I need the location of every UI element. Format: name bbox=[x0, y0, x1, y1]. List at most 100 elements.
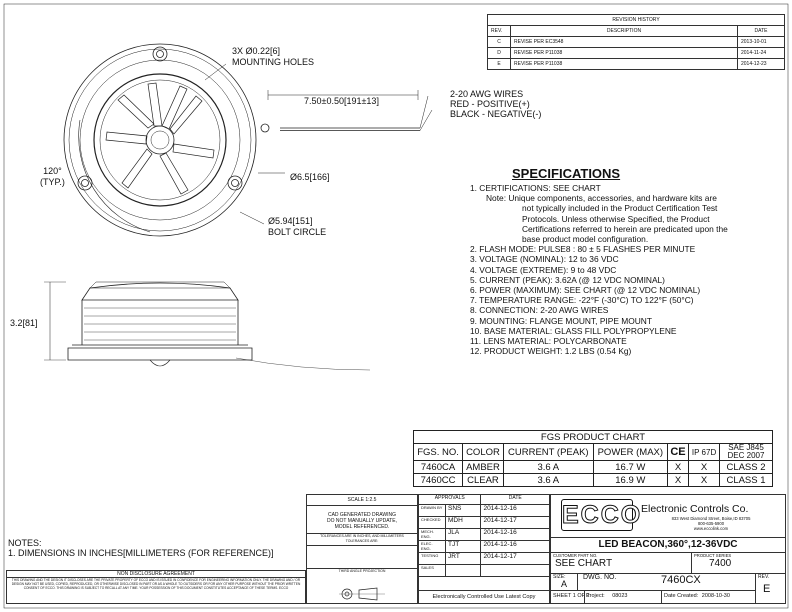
lens-spokes bbox=[105, 82, 215, 195]
size-label: SIZE: bbox=[553, 574, 566, 580]
revision-row: E REVISE PER P11038 2014-12-23 bbox=[487, 58, 785, 70]
product-series-label: PRODUCT SERIES bbox=[694, 553, 732, 558]
notes-title: NOTES: bbox=[8, 538, 42, 548]
wire-callout-line3: BLACK - NEGATIVE(-) bbox=[450, 109, 542, 119]
third-angle-projection-icon bbox=[339, 587, 385, 601]
company-name: Electronic Controls Co. bbox=[641, 503, 749, 515]
height-label: 3.2[81] bbox=[10, 318, 38, 328]
bolt-circle-label: Ø5.94[151] BOLT CIRCLE bbox=[268, 216, 326, 238]
approval-row: CHECKED MDH 2014-12-17 bbox=[418, 516, 550, 529]
wires bbox=[280, 127, 420, 131]
approvals-table: APPROVALS DATE DRAWN BY SNS 2014-12-16 C… bbox=[417, 494, 550, 603]
spec-item: 6. POWER (MAXIMUM): SEE CHART (@ 12 VDC … bbox=[470, 285, 701, 296]
scale-block: SCALE 1:2.5 CAD GENERATED DRAWING DO NOT… bbox=[306, 494, 418, 604]
date-header: DATE bbox=[737, 25, 785, 37]
bolt-circle-size: Ø5.94[151] bbox=[268, 216, 313, 226]
approval-row: ELEC. ENG. TJT 2014-12-16 bbox=[418, 540, 550, 553]
angle-typ: (TYP.) bbox=[40, 177, 65, 187]
revision-history-title: REVISION HISTORY bbox=[487, 14, 785, 26]
approvals-header: APPROVALS bbox=[417, 494, 482, 505]
revision-label: REV. bbox=[758, 574, 770, 580]
spec-item: Note: Unique components, accessories, an… bbox=[486, 193, 717, 204]
specifications-title: SPECIFICATIONS bbox=[512, 166, 621, 181]
mounting-hole-top bbox=[152, 46, 168, 62]
revision-row: C REVISE PER EC3548 2013-10-01 bbox=[487, 36, 785, 48]
header-ip: IP 67D bbox=[688, 443, 720, 461]
ce-mark-icon: CE bbox=[666, 443, 690, 461]
product-series-value: 7400 bbox=[709, 558, 732, 569]
controlled-copy-note: Electronically Controlled Use Latest Cop… bbox=[418, 590, 550, 604]
wire-callout-line2: RED - POSITIVE(+) bbox=[450, 99, 530, 109]
spec-item: 7. TEMPERATURE RANGE: -22°F (-30°C) TO 1… bbox=[470, 295, 694, 306]
company-address: 833 West Diamond Street, Boise,ID 83705 … bbox=[671, 516, 751, 531]
approval-row: SALES bbox=[418, 564, 550, 577]
spec-item: 9. MOUNTING: FLANGE MOUNT, PIPE MOUNT bbox=[470, 315, 652, 326]
date-created-field: Date Created: 2008-10-30 bbox=[664, 593, 730, 599]
drawing-title: LED BEACON,360°,12-36VDC bbox=[598, 539, 738, 550]
header-sae: SAE J845 DEC 2007 bbox=[719, 443, 773, 461]
sheet-border bbox=[3, 3, 789, 609]
bolt-circle-text: BOLT CIRCLE bbox=[268, 227, 327, 237]
spec-item: 8. CONNECTION: 2-20 AWG WIRES bbox=[470, 305, 609, 316]
approval-row: TESTING JRT 2014-12-17 bbox=[418, 552, 550, 565]
customer-part-value: SEE CHART bbox=[555, 558, 613, 569]
revision-history-table: REVISION HISTORY REV. DESCRIPTION DATE C… bbox=[487, 14, 785, 70]
mounting-hole-left bbox=[77, 175, 93, 191]
approvals-date-header: DATE bbox=[480, 494, 550, 505]
fgs-product-chart: FGS PRODUCT CHART FGS. NO. COLOR CURRENT… bbox=[412, 430, 773, 487]
revision-row: D REVISE PER P11038 2014-11-24 bbox=[487, 47, 785, 59]
notes: NOTES: 1. DIMENSIONS IN INCHES[MILLIMETE… bbox=[8, 538, 274, 558]
spec-item: 12. PRODUCT WEIGHT: 1.2 LBS (0.54 Kg) bbox=[470, 346, 632, 357]
scale-label: SCALE 1:2.5 bbox=[307, 495, 417, 506]
mounting-holes-label: 3X Ø0.22[6] MOUNTING HOLES bbox=[232, 46, 314, 68]
drawing-number-value: 7460CX bbox=[661, 574, 701, 586]
spec-item: 4. VOLTAGE (EXTREME): 9 to 48 VDC bbox=[470, 264, 617, 275]
description-header: DESCRIPTION bbox=[510, 25, 738, 37]
rev-header: REV. bbox=[487, 25, 511, 37]
mounting-holes-text: MOUNTING HOLES bbox=[232, 57, 315, 67]
spec-item: base product model configuration. bbox=[522, 234, 649, 245]
header-fgs-no: FGS. NO. bbox=[412, 443, 464, 461]
non-disclosure-box: NON DISCLOSURE AGREEMENT THIS DRAWING AN… bbox=[6, 570, 306, 604]
angle-arc bbox=[78, 119, 151, 233]
diameter-label: Ø6.5[166] bbox=[290, 172, 330, 182]
project-field: Project: 08023 bbox=[586, 593, 628, 599]
product-chart-title: FGS PRODUCT CHART bbox=[413, 430, 773, 444]
beacon-outer-rim bbox=[63, 43, 257, 237]
company-block: ECCO Electronic Controls Co. 833 West Di… bbox=[550, 494, 786, 604]
wire-length-label: 7.50±0.50[191±13] bbox=[304, 96, 379, 106]
lens-hub bbox=[145, 125, 175, 155]
mounting-hole-right bbox=[227, 175, 243, 191]
mounting-holes-size: 3X Ø0.22[6] bbox=[232, 46, 281, 56]
tolerance-note: TOLERANCES ARE IN INCHES, AND MILLIMETER… bbox=[307, 533, 417, 543]
spec-item: Certifications referred to herein are pr… bbox=[522, 223, 728, 234]
spec-item: 2. FLASH MODE: PULSE8 : 80 ± 5 FLASHES P… bbox=[470, 244, 696, 255]
third-angle-label: THIRD ANGLE PROJECTION bbox=[338, 569, 386, 573]
size-value: A bbox=[561, 579, 568, 589]
wire-callout-line1: 2-20 AWG WIRES bbox=[450, 89, 524, 99]
tolerance-values-box bbox=[307, 545, 417, 569]
lens-ring bbox=[93, 73, 227, 207]
customer-part-label: CUSTOMER PART NO. bbox=[553, 553, 598, 558]
wire-callout: 2-20 AWG WIRES RED - POSITIVE(+) BLACK -… bbox=[450, 89, 541, 119]
spec-item: 5. CURRENT (PEAK): 3.62A (@ 12 VDC NOMIN… bbox=[470, 274, 665, 285]
header-power: POWER (MAX) bbox=[592, 443, 668, 461]
notes-line1: 1. DIMENSIONS IN INCHES[MILLIMETERS (FOR… bbox=[8, 548, 274, 558]
spec-item: 11. LENS MATERIAL: POLYCARBONATE bbox=[470, 336, 627, 347]
approval-row: MECH. ENG. JLA 2014-12-16 bbox=[418, 528, 550, 541]
table-row: 7460CC CLEAR 3.6 A 16.9 W X X CLASS 1 bbox=[412, 473, 773, 487]
ecco-logo: ECCO bbox=[561, 499, 643, 531]
angle-label: 120° (TYP.) bbox=[40, 166, 65, 188]
revision-value: E bbox=[763, 583, 771, 595]
header-color: COLOR bbox=[462, 443, 504, 461]
beacon-side-view bbox=[67, 281, 371, 371]
spec-item: not typically included in the Product Ce… bbox=[522, 203, 718, 214]
wire-grommet bbox=[260, 123, 270, 133]
spec-item: Protocols. Unless otherwise Specified, t… bbox=[522, 213, 710, 224]
nda-text: THIS DRAWING AND THE DESIGN IT DISCLOSES… bbox=[11, 578, 301, 590]
angle-value: 120° bbox=[43, 166, 62, 176]
nda-title: NON DISCLOSURE AGREEMENT bbox=[7, 571, 305, 578]
spec-item: 1. CERTIFICATIONS: SEE CHART bbox=[470, 183, 601, 193]
sheet-number: SHEET 1 OF 1 bbox=[553, 593, 590, 599]
